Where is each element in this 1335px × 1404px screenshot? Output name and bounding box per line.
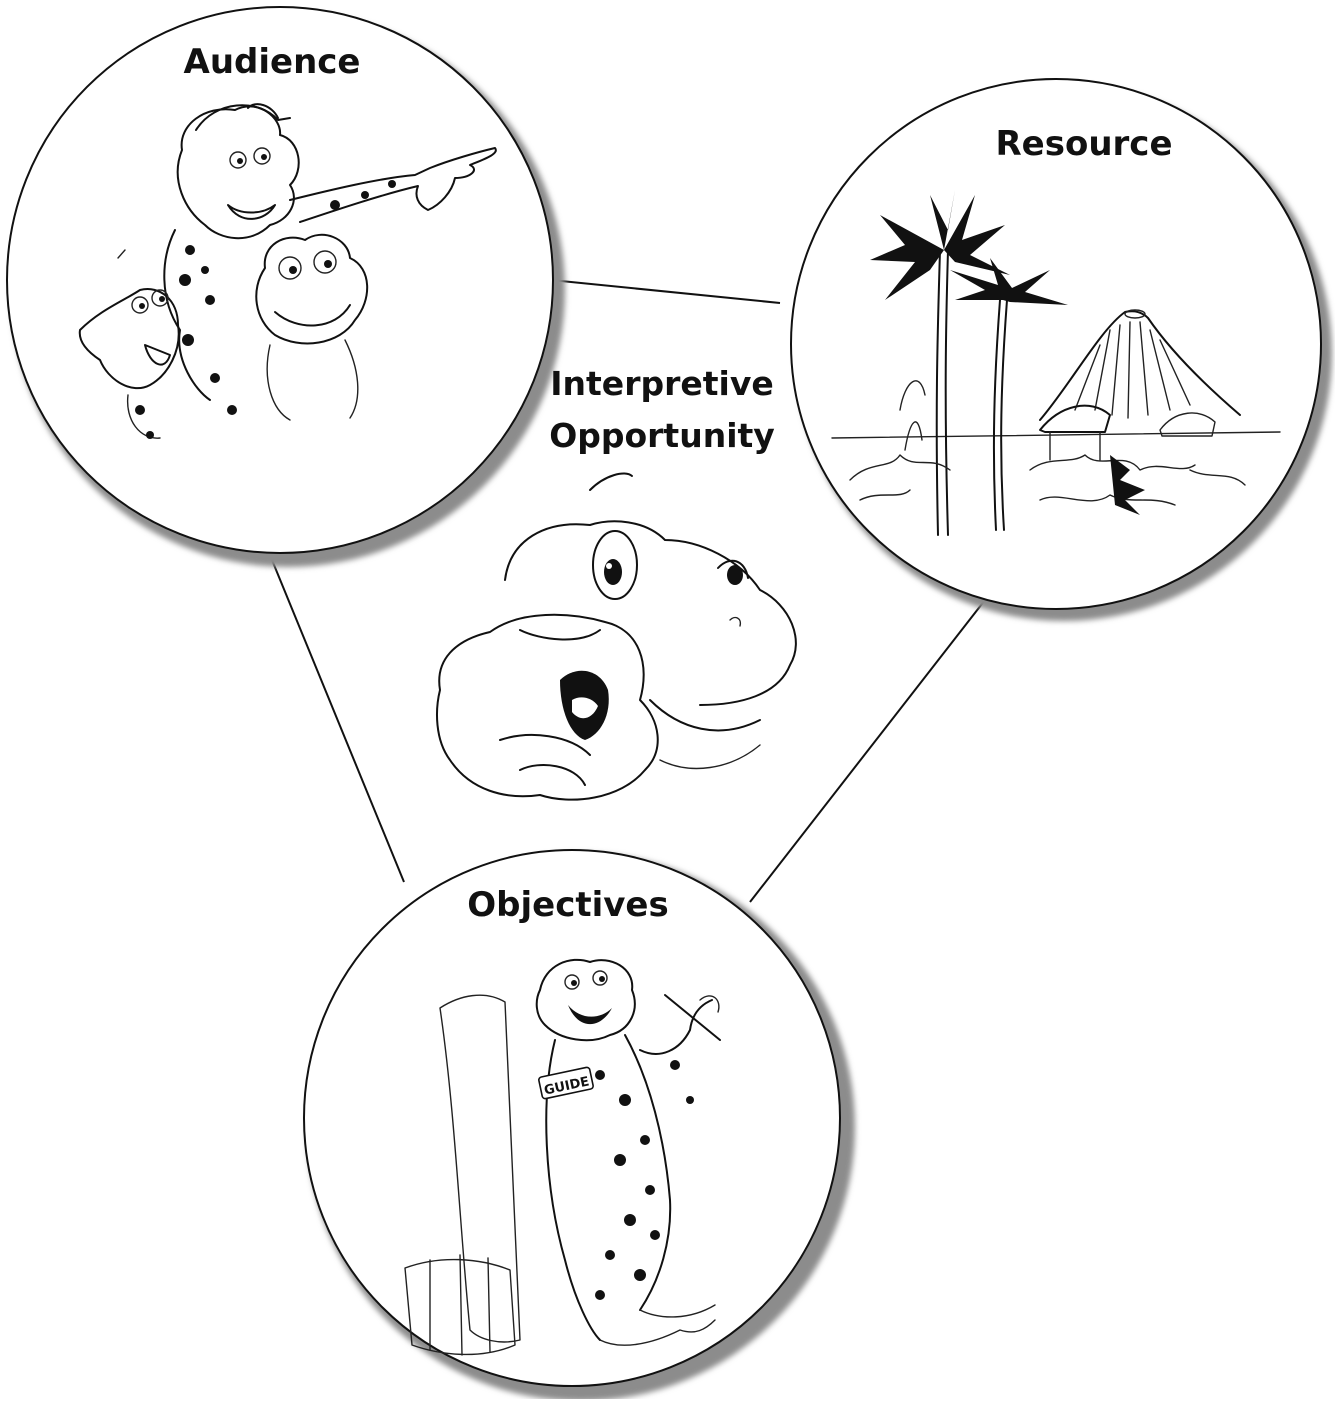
center-label-line2: Opportunity <box>549 416 775 455</box>
node-objectives: Objectives GUIDE <box>303 849 855 1401</box>
connector-resource-objectives <box>749 599 986 903</box>
resource-label: Resource <box>995 124 1172 164</box>
tropical-island-icon <box>831 190 1281 536</box>
audience-circle <box>6 6 554 554</box>
center-label-line1: Interpretive <box>550 364 773 403</box>
frog-guide-icon: GUIDE <box>404 958 721 1356</box>
resource-circle <box>790 78 1322 610</box>
node-resource: Resource <box>790 78 1332 621</box>
audience-label: Audience <box>184 42 361 82</box>
pointing-frog-icon <box>436 472 797 801</box>
frog-group-icon <box>78 103 497 439</box>
objectives-label: Objectives <box>467 885 668 925</box>
connector-audience-resource <box>550 279 781 304</box>
node-audience: Audience <box>6 6 565 567</box>
connector-lines <box>271 279 986 903</box>
node-interpretive-opportunity: Interpretive Opportunity <box>436 364 797 801</box>
objectives-circle <box>303 849 841 1387</box>
connector-audience-objectives <box>271 559 405 883</box>
